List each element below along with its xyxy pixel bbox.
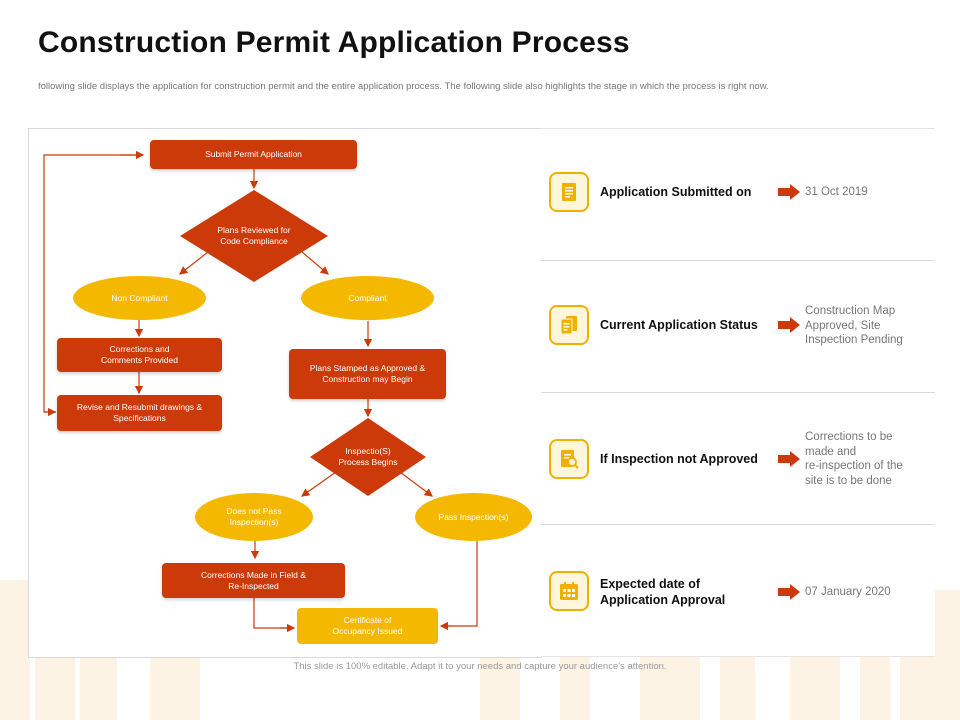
inspection-not-approved-label-text: If Inspection not Approved (600, 452, 758, 466)
line-field-certificate (253, 598, 288, 629)
inspection-icon (549, 439, 589, 479)
expected-approval-label-line2: Application Approval (600, 593, 726, 607)
certificate-label-line2: Occupancy Issued (332, 626, 403, 636)
application-submitted-label-text: Application Submitted on (600, 185, 752, 199)
review-label-line2: Code Compliance (220, 236, 288, 246)
does-not-pass-label-line2: Inspection(s) (229, 517, 279, 527)
value-line: Construction Map (805, 305, 896, 317)
info-divider (541, 392, 935, 393)
arrow-right-icon (778, 584, 800, 600)
field-label-line2: Re-Inspected (228, 580, 279, 591)
corrections-label-line1: Corrections and (109, 344, 170, 354)
inspection-label-line1: Inspectio(S) (345, 446, 391, 456)
submit-application-box: Submit Permit Application (150, 140, 357, 169)
calendar-icon (549, 571, 589, 611)
compliant-ellipse: Compliant (301, 276, 434, 320)
value-line: site is to be done (805, 474, 892, 487)
non-compliant-label: Non Compliant (111, 292, 168, 303)
corrections-label-line2: Comments Provided (100, 355, 178, 365)
value-line: 31 Oct 2019 (805, 186, 868, 198)
application-submitted-label: Application Submitted on (600, 184, 751, 200)
documents-icon (549, 305, 589, 345)
non-compliant-ellipse: Non Compliant (73, 276, 206, 320)
arrow-right-icon (778, 184, 800, 200)
inspection-diamond-label: Inspectio(S) Process Begins (320, 441, 416, 473)
info-divider (541, 524, 935, 525)
review-diamond-label: Plans Reviewed for Code Compliance (200, 220, 308, 252)
current-status-label-text: Current Application Status (600, 318, 758, 332)
value-line: Corrections to be (805, 431, 893, 443)
review-label-line1: Plans Reviewed for (217, 225, 291, 235)
stamped-label-line1: Plans Stamped as Approved & (309, 363, 426, 373)
inspection-label-line2: Process Begins (338, 457, 398, 467)
document-icon (549, 172, 589, 212)
value-line: made and (805, 445, 857, 458)
revise-label-line2: Specifications (113, 413, 166, 423)
line-pass-certificate (446, 541, 478, 627)
inspection-diamond (310, 418, 426, 496)
arrow-right-icon (778, 451, 800, 467)
does-not-pass-ellipse: Does not Pass Inspection(s) (195, 493, 313, 541)
arrow-right-icon (778, 317, 800, 333)
page-title: Construction Permit Application Process (38, 26, 630, 59)
arrow-inspection-fail (301, 471, 337, 497)
arrow-inspection-pass (399, 471, 433, 497)
page-subtitle: following slide displays the application… (38, 81, 769, 92)
arrow-review-compliant (301, 251, 329, 275)
info-bottom-line (541, 656, 935, 657)
arrow-review-noncompliant (179, 251, 209, 275)
value-line: re-inspection of the (805, 460, 903, 472)
submit-application-label: Submit Permit Application (205, 149, 302, 159)
field-corrections-box: Corrections Made in Field & Re-Inspected (162, 563, 345, 598)
revise-resubmit-box: Revise and Resubmit drawings & Specifica… (57, 395, 222, 431)
certificate-box: Certificate of Occupancy Issued (297, 608, 438, 644)
expected-approval-value: 07 January 2020 (805, 585, 891, 600)
field-label-line1: Corrections Made in Field & (201, 569, 306, 580)
inspection-not-approved-label: If Inspection not Approved (600, 451, 758, 467)
review-diamond (180, 190, 328, 282)
inspection-not-approved-value: Corrections to be made and re-inspection… (805, 430, 903, 488)
value-line: Inspection Pending (805, 334, 903, 346)
corrections-box: Corrections and Comments Provided (57, 338, 222, 372)
expected-approval-label-line1: Expected date of (600, 577, 701, 591)
does-not-pass-label-line1: Does not Pass (226, 506, 282, 516)
certificate-label-line1: Certificate of (343, 615, 392, 625)
revise-label-line1: Revise and Resubmit drawings & (76, 402, 203, 412)
stamped-label-line2: Construction may Begin (322, 374, 413, 384)
expected-approval-label: Expected date of Application Approval (600, 576, 725, 608)
info-top-line (541, 128, 935, 129)
compliant-label: Compliant (348, 292, 387, 303)
value-line: 07 January 2020 (805, 586, 891, 598)
pass-inspection-ellipse: Pass Inspection(s) (415, 493, 532, 541)
application-submitted-value: 31 Oct 2019 (805, 185, 868, 200)
current-status-value: Construction Map Approved, Site Inspecti… (805, 304, 903, 348)
value-line: Approved, Site (805, 319, 881, 332)
pass-inspection-label: Pass Inspection(s) (438, 511, 509, 522)
plans-stamped-box: Plans Stamped as Approved & Construction… (289, 349, 446, 399)
info-divider (541, 260, 935, 261)
footer-note: This slide is 100% editable. Adapt it to… (293, 661, 667, 672)
current-status-label: Current Application Status (600, 317, 758, 333)
